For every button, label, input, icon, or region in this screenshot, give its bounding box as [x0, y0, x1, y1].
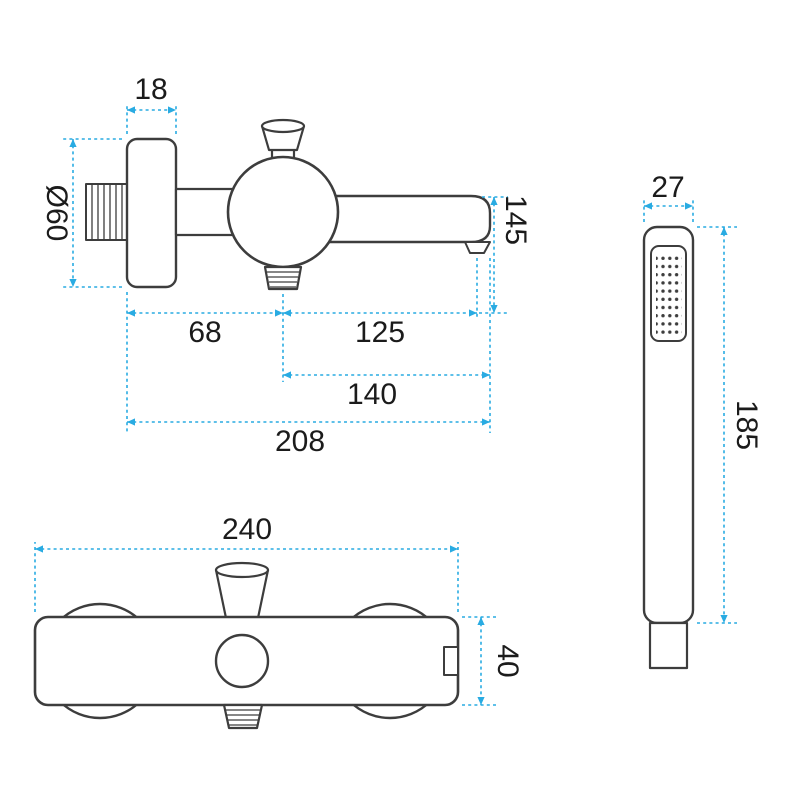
dim-label-shower-length: 185: [730, 400, 763, 450]
dim-center-to-tip: 140: [283, 371, 490, 411]
outlet-detail: [443, 646, 459, 676]
dim-escutcheon-diameter: Ø60: [40, 138, 122, 288]
extension-lines: [126, 258, 491, 433]
mixer-body: [226, 155, 340, 269]
dim-shower-length: 185: [697, 226, 763, 624]
dim-label-center-to-outlet: 125: [355, 316, 405, 349]
dim-top-depth: 40: [462, 616, 524, 706]
hand-shower-view: 27 185: [642, 171, 763, 670]
dim-label-top-depth: 40: [491, 644, 524, 677]
dim-wall-to-center: 68: [127, 309, 283, 349]
handle-disc-top-view: [214, 561, 270, 579]
side-view-dimensions: 18 Ø60 145 68 125 140 20: [40, 73, 532, 458]
dim-label-top-width: 240: [222, 513, 272, 546]
dim-top-width: 240: [34, 513, 459, 612]
dim-overall-length: 208: [127, 418, 490, 458]
dim-label-center-to-tip: 140: [347, 378, 397, 411]
bottom-nut-top-view: [222, 703, 264, 730]
dim-plate-depth: 18: [126, 73, 177, 134]
spout-outlet: [464, 241, 491, 254]
dim-label-spout-height: 145: [499, 195, 532, 245]
dim-center-to-outlet: 125: [283, 309, 477, 349]
wall-pipe-thread: [85, 183, 128, 241]
bath-mixer-side-view: [85, 118, 492, 291]
dim-spout-height: 145: [479, 195, 532, 314]
bath-mixer-top-view: 240 40: [33, 513, 524, 730]
dim-label-escutcheon-diameter: Ø60: [40, 185, 73, 242]
handle-top-disc: [260, 118, 306, 134]
dim-label-overall-length: 208: [275, 425, 325, 458]
dim-shower-width: 27: [643, 171, 694, 222]
dim-label-plate-depth: 18: [134, 73, 167, 106]
hand-shower-connector: [648, 621, 689, 670]
bottom-nut: [263, 265, 303, 291]
dim-label-shower-width: 27: [651, 171, 684, 204]
diverter-knob: [214, 633, 270, 689]
spray-nozzle-dots: [656, 252, 682, 336]
dim-label-wall-to-center: 68: [188, 316, 221, 349]
wall-plate: [125, 137, 178, 289]
